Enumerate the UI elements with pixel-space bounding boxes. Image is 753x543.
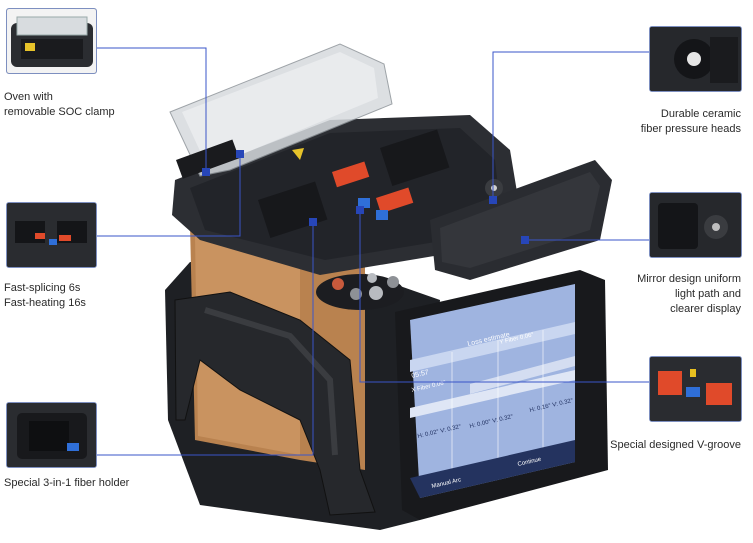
left-clamp-red [332,161,370,188]
right-fiber-holder [380,129,450,187]
holder-thumbnail [6,402,97,468]
holder-leader [97,222,314,456]
splicing-thumbnail [6,202,97,268]
holder-caption: Special 3-in-1 fiber holder [4,477,130,489]
ceramic-leader [492,51,649,200]
vgroove-leader [359,210,649,383]
warning-label [292,148,304,160]
oven-leader [97,47,207,172]
vgroove-thumbnail-image [650,357,741,421]
splicing-caption: Fast-splicing 6s Fast-heating 16s [4,282,86,309]
oven-caption: Oven with removable SOC clamp [4,91,115,118]
ceramic-caption: Durable ceramic fiber pressure heads [640,108,741,135]
v-groove-blue-right [376,210,388,220]
ceramic-thumbnail [649,26,742,92]
oven-thumbnail [6,8,97,74]
panel-button-1 [332,278,344,290]
mirror-thumbnail [649,192,742,258]
panel-button-4 [387,276,399,288]
panel-button-2 [350,288,362,300]
panel-button-3 [369,286,383,300]
mirror-marker [521,236,529,244]
splicing-thumbnail-image [7,203,96,267]
oven-marker [202,168,210,176]
vgroove-marker [356,206,364,214]
vgroove-thumbnail [649,356,742,422]
vgroove-caption: Special designed V-groove [610,439,741,451]
right-clamp-red [376,187,414,214]
mirror-caption: Mirror design uniform light path and cle… [637,273,741,315]
holder-thumbnail-image [7,403,96,467]
holder-marker [309,218,317,226]
splicing-marker [236,150,244,158]
screen-time: 05:57 [411,369,430,380]
screen-continue: Continue [517,457,542,468]
mirror-thumbnail-image [650,193,741,257]
ceramic-thumbnail-image [650,27,741,91]
oven-thumbnail-image [7,9,96,73]
v-groove-blue-left [358,198,370,208]
ceramic-marker [489,196,497,204]
splicing-leader [97,154,241,237]
panel-button-5 [367,273,377,283]
